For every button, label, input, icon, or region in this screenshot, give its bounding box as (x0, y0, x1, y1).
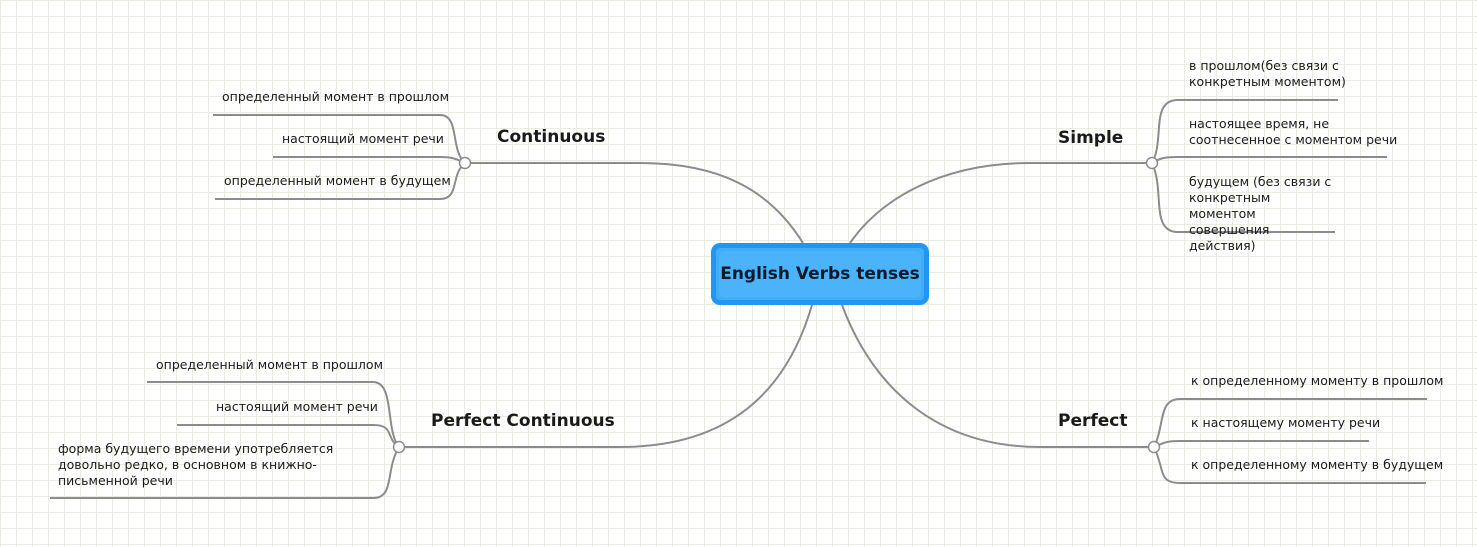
collapse-knob-perfect-continuous[interactable] (392, 440, 406, 454)
leaf-continuous-past[interactable]: определенный момент в прошлом (222, 89, 449, 104)
leaf-pc-present[interactable]: настоящий момент речи (216, 399, 378, 414)
leaf-line-pc-3 (50, 446, 400, 499)
leaf-line-pc-1 (147, 381, 400, 448)
leaf-line-perfect-1 (1153, 398, 1427, 448)
collapse-knob-simple[interactable] (1145, 156, 1159, 170)
leaf-continuous-present[interactable]: настоящий момент речи (282, 131, 444, 146)
leaf-line-simple-2 (1151, 156, 1387, 164)
leaf-line-perfect-3 (1153, 446, 1426, 484)
leaf-continuous-future[interactable]: определенный момент в будущем (224, 173, 451, 188)
leaf-perfect-future[interactable]: к определенному моменту в будущем (1191, 457, 1444, 472)
leaf-simple-past[interactable]: в прошлом(без связи с конкретным моменто… (1189, 58, 1346, 89)
branch-perfect[interactable]: Perfect (1058, 411, 1128, 431)
leaf-simple-present[interactable]: настоящее время, не соотнесенное с момен… (1189, 116, 1398, 147)
leaf-line-simple-1 (1151, 99, 1338, 164)
leaf-line-continuous-1 (213, 114, 466, 164)
leaf-line-simple-3 (1151, 162, 1335, 233)
collapse-knob-perfect[interactable] (1147, 440, 1161, 454)
central-topic-label: English Verbs tenses (720, 264, 920, 284)
leaf-line-continuous-2 (273, 156, 466, 164)
collapse-knob-continuous[interactable] (458, 156, 472, 170)
connector-simple (849, 162, 1152, 244)
leaf-perfect-past[interactable]: к определенному моменту в прошлом (1191, 373, 1444, 388)
branch-simple[interactable]: Simple (1058, 128, 1124, 148)
leaf-pc-past[interactable]: определенный момент в прошлом (156, 357, 383, 372)
connector-perfect (841, 304, 1154, 448)
connector-continuous (465, 162, 804, 244)
leaf-line-perfect-2 (1153, 440, 1369, 448)
central-topic[interactable]: English Verbs tenses (711, 243, 929, 305)
branch-continuous[interactable]: Continuous (497, 127, 606, 147)
connector-perfect-continuous (399, 304, 813, 448)
leaf-pc-future[interactable]: форма будущего времени употребляется дов… (58, 441, 334, 488)
leaf-perfect-present[interactable]: к настоящему моменту речи (1191, 415, 1381, 430)
branch-perfect-continuous[interactable]: Perfect Continuous (431, 411, 615, 431)
leaf-simple-future[interactable]: будущем (без связи с конкретным моментом… (1189, 174, 1332, 253)
